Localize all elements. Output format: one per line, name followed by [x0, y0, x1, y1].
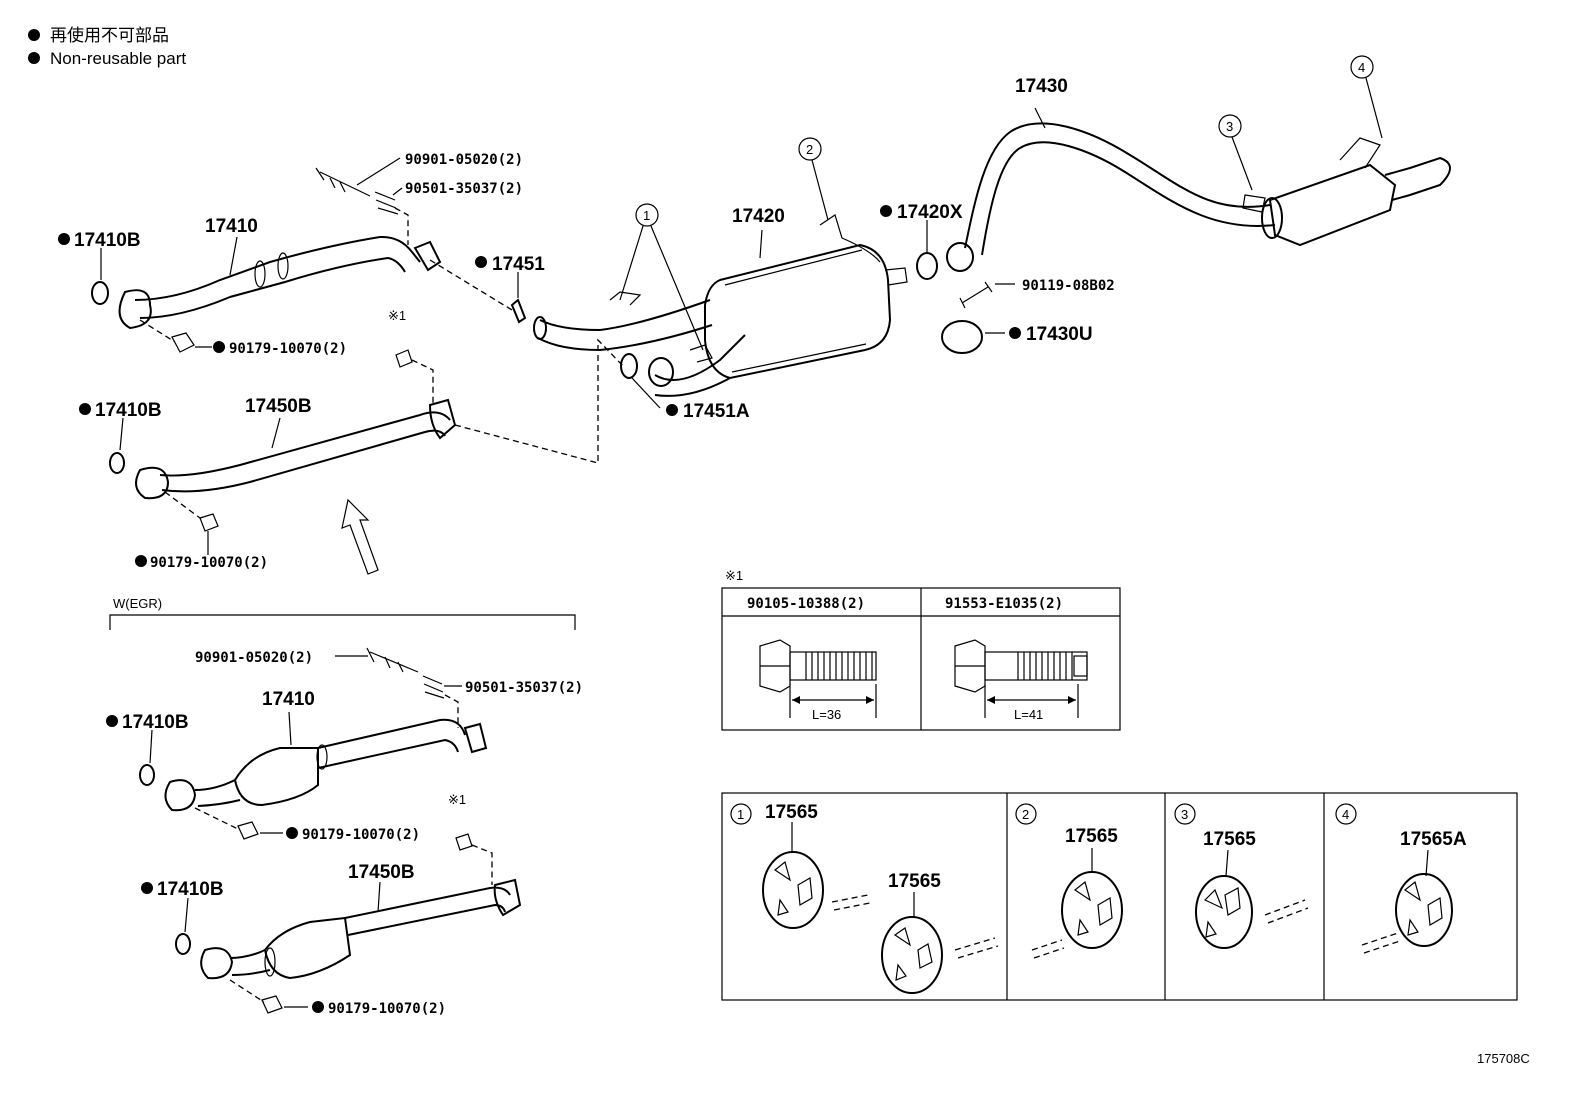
bolt-spec-table: 90105-10388(2) 91553-E1035(2) L=36 L=41	[721, 587, 1121, 731]
label-17420x: 17420X	[897, 202, 963, 223]
gasket-17410b	[139, 764, 155, 786]
label-90501-egr: 90501-35037(2)	[465, 680, 583, 696]
hanger-table: 1 17565 17565 2 17565 3 17565 4 17565A	[721, 792, 1518, 1001]
hanger-cell-1-index: 1	[737, 807, 744, 822]
hanger-cell-2-part: 17565	[1065, 826, 1118, 847]
label-17410-egr: 17410	[262, 689, 315, 710]
egr-bracket	[109, 614, 576, 630]
gasket-17420x	[916, 252, 938, 280]
label-90119-08b02: 90119-08B02	[1022, 278, 1115, 294]
note-ref-2: ※1	[448, 792, 466, 807]
callout-circle	[635, 203, 659, 227]
label-17451a: 17451A	[683, 401, 750, 422]
rubber-hanger-icon	[1395, 873, 1453, 947]
bolt-table-header-1: 90105-10388(2)	[747, 596, 865, 612]
rubber-hanger-icon	[881, 916, 943, 994]
hanger-cell-4-part: 17565A	[1400, 829, 1467, 850]
rubber-hanger-icon	[762, 851, 824, 929]
nut-90179	[237, 821, 259, 840]
label-17430u: 17430U	[1026, 324, 1093, 345]
label-17420: 17420	[732, 206, 785, 227]
bolt-dim-1: L=36	[812, 707, 841, 722]
label-90901-egr: 90901-05020(2)	[195, 650, 313, 666]
gasket-17410b	[91, 281, 109, 305]
spring-90501-top	[374, 191, 399, 215]
callout-circle	[1218, 114, 1242, 138]
label-17410-top: 17410	[205, 216, 258, 237]
label-90179-1: 90179-10070(2)	[229, 341, 347, 357]
egr-section-title: W(EGR)	[113, 596, 162, 611]
non-reusable-dot	[28, 52, 40, 64]
label-17450b-top: 17450B	[245, 396, 312, 417]
label-17410b-1: 17410B	[74, 230, 141, 251]
spring-90501-egr	[422, 675, 445, 699]
label-90179-2: 90179-10070(2)	[150, 555, 268, 571]
label-17450b-egr: 17450B	[348, 862, 415, 883]
legend-en: Non-reusable part	[50, 49, 186, 68]
bolt-90119	[959, 281, 993, 309]
hanger-cell-3-index: 3	[1181, 807, 1188, 822]
center-muffler-17420	[533, 214, 908, 397]
label-90179-4: 90179-10070(2)	[328, 1001, 446, 1017]
hanger-cell-2-index: 2	[1022, 807, 1029, 822]
label-90901-top: 90901-05020(2)	[405, 152, 523, 168]
label-90179-3: 90179-10070(2)	[302, 827, 420, 843]
figure-code: 175708C	[1477, 1051, 1530, 1066]
bolt-dim-2: L=41	[1014, 707, 1043, 722]
label-17430: 17430	[1015, 76, 1068, 97]
callout-circle	[798, 137, 822, 161]
bolt-90901-top	[315, 167, 371, 197]
callout-2: 2	[806, 142, 813, 157]
gasket-17451a	[620, 353, 638, 379]
tail-pipe-17450b-egr	[200, 878, 522, 980]
bolt-90901-egr	[366, 647, 419, 673]
label-17410b-2: 17410B	[95, 400, 162, 421]
legend-jp: 再使用不可部品	[50, 25, 169, 45]
rubber-hanger-icon	[1061, 871, 1123, 949]
tail-pipe-17450b	[135, 398, 457, 500]
front-pipe-17410	[118, 235, 442, 330]
note-ref-3: ※1	[725, 568, 743, 583]
front-arrow-icon	[341, 498, 379, 575]
nut-90179	[199, 513, 219, 532]
callout-1: 1	[643, 208, 650, 223]
non-reusable-dot	[28, 29, 40, 41]
rubber-hanger-icon	[1195, 875, 1253, 949]
note-ref-1: ※1	[388, 308, 406, 323]
label-17410b-4: 17410B	[157, 879, 224, 900]
nut-90179	[261, 995, 283, 1014]
tail-pipe-17430	[946, 122, 1451, 272]
label-17451: 17451	[492, 254, 545, 275]
callout-4: 4	[1358, 60, 1365, 75]
callout-3: 3	[1226, 119, 1233, 134]
bolt-table-header-2: 91553-E1035(2)	[945, 596, 1063, 612]
hanger-cell-3-part: 17565	[1203, 829, 1256, 850]
nut-90179	[171, 332, 195, 353]
hanger-cell-1-part-b: 17565	[888, 871, 941, 892]
gasket-17451	[510, 298, 527, 324]
label-17410b-3: 17410B	[122, 712, 189, 733]
clamp-17430u	[941, 320, 983, 354]
gasket-17410b	[175, 933, 191, 955]
gasket-17410b	[109, 452, 125, 474]
bolt-ref	[395, 349, 413, 368]
front-pipe-17410-egr	[164, 718, 488, 812]
callout-circle	[1350, 55, 1374, 79]
hanger-cell-1-part-a: 17565	[765, 802, 818, 823]
hanger-cell-4-index: 4	[1342, 807, 1349, 822]
label-90501-top: 90501-35037(2)	[405, 181, 523, 197]
bolt-ref	[455, 833, 473, 851]
